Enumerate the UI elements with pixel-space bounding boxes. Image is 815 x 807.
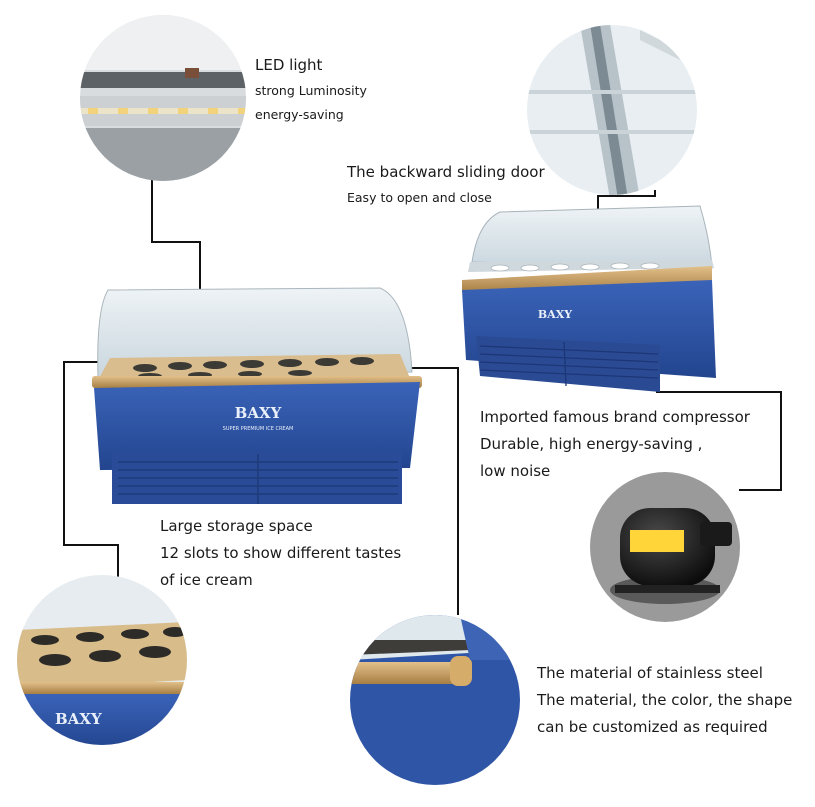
door-feature: The backward sliding door Easy to open a… [347, 159, 545, 210]
led-feature: LED light strong Luminosity energy-savin… [255, 52, 367, 127]
door-line-1: Easy to open and close [347, 190, 492, 205]
slots-logo: BAXY [55, 710, 102, 728]
compressor-line-1: Imported famous brand compressor [480, 408, 750, 426]
stainless-steel-detail [350, 615, 520, 785]
storage-line-3: of ice cream [160, 571, 253, 589]
main-display-cabinet: BAXY SUPER PREMIUM ICE CREAM [92, 287, 422, 504]
compressor-detail [590, 472, 740, 622]
secondary-display-cabinet: BAXY [462, 205, 716, 392]
storage-feature: Large storage space 12 slots to show dif… [160, 513, 401, 594]
material-feature: The material of stainless steel The mate… [537, 660, 792, 741]
compressor-line-3: low noise [480, 462, 551, 480]
storage-connector [63, 361, 119, 578]
material-connector [400, 367, 459, 615]
led-line-1: strong Luminosity [255, 83, 367, 98]
led-line-2: energy-saving [255, 107, 344, 122]
material-line-3: can be customized as required [537, 718, 768, 736]
led-connector [151, 180, 201, 292]
small-cabinet-logo: BAXY [538, 308, 572, 321]
storage-line-2: 12 slots to show different tastes [160, 544, 402, 562]
compressor-feature: Imported famous brand compressor Durable… [480, 404, 750, 485]
cabinet-logo: BAXY [235, 404, 282, 422]
connector-lines [63, 180, 782, 615]
sliding-door-detail [527, 25, 697, 195]
storage-line-1: Large storage space [160, 517, 313, 535]
slots-detail: BAXY [17, 575, 187, 745]
led-title: LED light [255, 56, 323, 74]
material-line-1: The material of stainless steel [537, 664, 763, 682]
compressor-line-2: Durable, high energy-saving , [480, 435, 703, 453]
cabinet-logo-sub: SUPER PREMIUM ICE CREAM [223, 426, 294, 432]
material-line-2: The material, the color, the shape [537, 691, 793, 709]
led-light-detail [80, 15, 246, 181]
door-title: The backward sliding door [347, 163, 545, 181]
